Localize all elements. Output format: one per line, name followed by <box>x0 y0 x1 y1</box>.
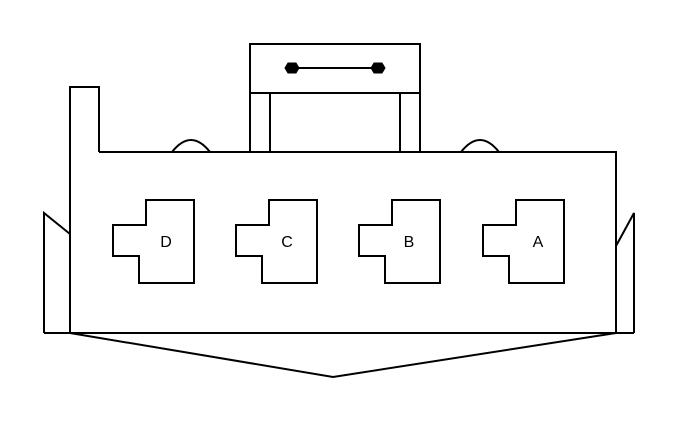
left-top-bump <box>171 139 211 153</box>
cavity-b-outline <box>358 199 441 284</box>
top-lock-tab-frame <box>249 43 421 152</box>
bottom-keying-v <box>69 332 617 379</box>
hex-bolt-right-icon <box>370 62 386 74</box>
cavity-c-label: C <box>281 234 293 251</box>
right-latch-wing <box>615 212 635 333</box>
cavity-a-label: A <box>533 234 544 251</box>
right-top-bump <box>460 139 500 153</box>
connector-body <box>99 151 617 333</box>
left-locking-post <box>69 86 100 333</box>
cavity-d-label: D <box>160 234 172 251</box>
cavity-c-outline <box>235 199 318 284</box>
left-latch-wing <box>43 210 71 333</box>
cavity-d-outline <box>112 199 195 284</box>
cavity-a-outline <box>482 199 565 284</box>
hex-bolt-left-icon <box>284 62 300 74</box>
cavity-b-label: B <box>404 234 415 251</box>
